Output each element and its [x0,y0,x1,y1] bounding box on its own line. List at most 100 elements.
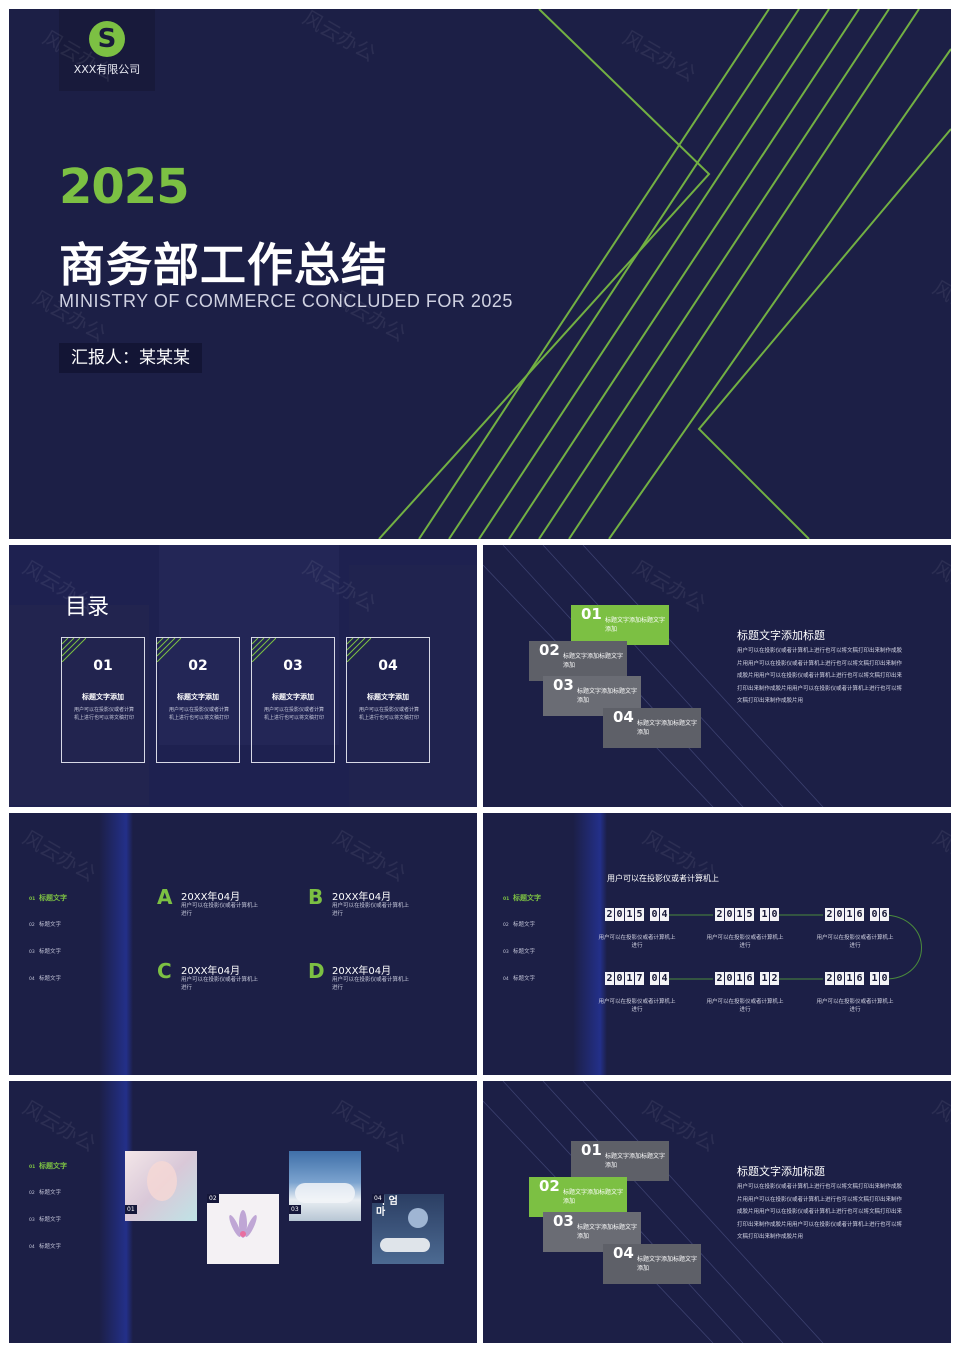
toc-num: 01 [93,658,113,674]
tile-4[interactable]: 04 标题文字添加标题文字添加 [603,1244,701,1284]
toc-heading: 标题文字添加 [367,693,409,701]
timeline-desc-2: 用户可以在投影仪或者计算机上进行 [706,935,784,949]
toc-heading: 标题文字添加 [82,693,124,701]
photo-tag: 02 [207,1194,219,1203]
photo-tag: 04 [372,1194,384,1203]
tile-num: 04 [613,708,634,726]
desc-b: 用户可以在投影仪或者计算机上进行 [332,903,410,917]
photo-poster[interactable]: 이 엄마 [372,1194,444,1264]
tiles-slide-1: 01 标题文字添加标题文字添加 02 标题文字添加标题文字添加 03 标题文字添… [483,545,951,807]
tile-3[interactable]: 03 标题文字添加标题文字添加 [543,1212,641,1252]
letter-a: A [157,885,173,909]
side-body: 用户可以在投影仪或者计算机上进行也可以将文稿打印出来制作成胶片用用户可以在投影仪… [737,1184,903,1241]
tile-num: 01 [581,605,602,623]
tile-2[interactable]: 02 标题文字添加标题文字添加 [529,641,627,681]
side-body: 用户可以在投影仪或者计算机上进行也可以将文稿打印出来制作成胶片用用户可以在投影仪… [737,648,903,705]
tile-2[interactable]: 02 标题文字添加标题文字添加 [529,1177,627,1217]
toc-heading: 标题文字添加 [177,693,219,701]
timeline-desc-4: 用户可以在投影仪或者计算机上进行 [598,999,676,1013]
tile-text: 标题文字添加标题文字添加 [605,1153,666,1169]
toc-desc: 用户可以在投影仪或者计算机上进行也可以将文稿打印 [358,707,419,721]
toc-num: 02 [188,658,208,674]
toc-num: 04 [378,658,398,674]
blue-glow [99,813,133,1075]
date-a: 20XX年04月 [181,892,241,903]
toc-card-3[interactable]: 03 标题文字添加 用户可以在投影仪或者计算机上进行也可以将文稿打印 [251,637,335,763]
toc-desc: 用户可以在投影仪或者计算机上进行也可以将文稿打印 [263,707,324,721]
photo-tag: 03 [289,1205,301,1214]
toc-desc: 用户可以在投影仪或者计算机上进行也可以将文稿打印 [168,707,229,721]
poster-text: 이 엄마 [376,1196,398,1218]
letter-d: D [308,959,325,983]
date-b: 20XX年04月 [332,892,392,903]
tile-text: 标题文字添加标题文字添加 [563,1189,624,1205]
date-d: 20XX年04月 [332,966,392,977]
timeline-heading: 用户可以在投影仪或者计算机上 [607,874,719,883]
tile-text: 标题文字添加标题文字添加 [605,617,666,633]
toc-heading: 标题文字添加 [272,693,314,701]
letter-b: B [308,885,324,909]
side-heading: 标题文字添加标题 [737,629,825,642]
toc-card-4[interactable]: 04 标题文字添加 用户可以在投影仪或者计算机上进行也可以将文稿打印 [346,637,430,763]
toc-slide: 目录 01 标题文字添加 用户可以在投影仪或者计算机上进行也可以将文稿打印 02… [9,545,477,807]
toc-title: 目录 [65,595,110,620]
tile-num: 03 [553,1212,574,1230]
tiles-slide-2: 01 标题文字添加标题文字添加 02 标题文字添加标题文字添加 03 标题文字添… [483,1081,951,1343]
side-heading: 标题文字添加标题 [737,1165,825,1178]
tile-1[interactable]: 01 标题文字添加标题文字添加 [571,1141,669,1181]
tile-num: 02 [539,641,560,659]
toc-card-1[interactable]: 01 标题文字添加 用户可以在投影仪或者计算机上进行也可以将文稿打印 [61,637,145,763]
tile-num: 01 [581,1141,602,1159]
tile-text: 标题文字添加标题文字添加 [637,1256,698,1272]
photo-flower[interactable] [207,1194,279,1264]
logo-s-icon: S [89,21,125,57]
tile-4[interactable]: 04 标题文字添加标题文字添加 [603,708,701,748]
hatch-icon [347,638,371,662]
photo-tag: 01 [125,1205,137,1214]
hatch-icon [157,638,181,662]
reporter-label: 汇报人：某某某 [59,343,202,373]
letter-c: C [157,959,172,983]
blue-glow [573,813,607,1075]
timeline-desc-3: 用户可以在投影仪或者计算机上进行 [816,935,894,949]
tile-text: 标题文字添加标题文字添加 [563,653,624,669]
tile-1[interactable]: 01 标题文字添加标题文字添加 [571,605,669,645]
building-background [9,545,477,807]
tile-num: 04 [613,1244,634,1262]
timeline-desc-5: 用户可以在投影仪或者计算机上进行 [706,999,784,1013]
toc-card-2[interactable]: 02 标题文字添加 用户可以在投影仪或者计算机上进行也可以将文稿打印 [156,637,240,763]
company-name: XXX有限公司 [73,63,141,76]
timeline-desc-6: 用户可以在投影仪或者计算机上进行 [816,999,894,1013]
tile-num: 02 [539,1177,560,1195]
cover-year: 2025 [59,159,190,215]
tile-text: 标题文字添加标题文字添加 [577,1224,638,1240]
hatch-icon [62,638,86,662]
logo-box: S XXX有限公司 [59,9,155,91]
tile-text: 标题文字添加标题文字添加 [637,720,698,736]
desc-a: 用户可以在投影仪或者计算机上进行 [181,903,259,917]
timeline-track [666,914,922,980]
photo-clouds[interactable] [289,1151,361,1221]
cover-subtitle: MINISTRY OF COMMERCE CONCLUDED FOR 2025 [59,291,513,311]
photo-portrait[interactable] [125,1151,197,1221]
